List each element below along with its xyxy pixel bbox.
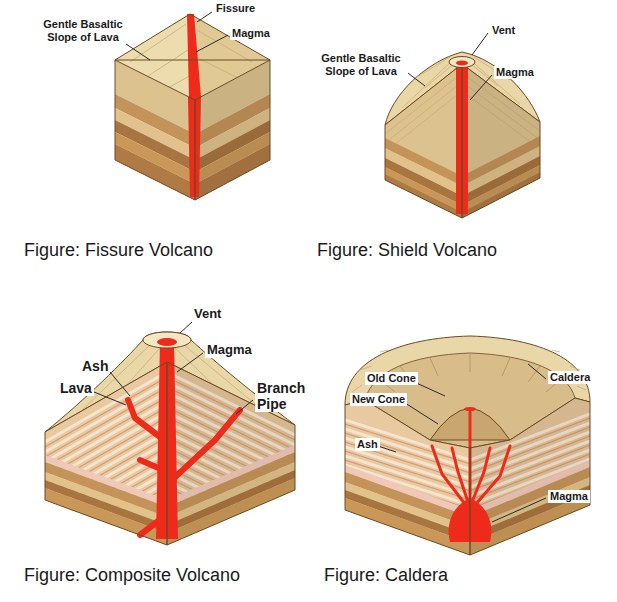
part-label: Gentle Basaltic Slope of Lava [314,52,408,77]
part-label: Magma [230,27,272,40]
shield-volcano-part [385,138,462,220]
shield-volcano-part [449,57,475,68]
leader-lines-part [470,75,492,100]
part-label: Old Cone [365,372,418,385]
caldera-part [470,398,590,555]
part-label: Fissure [214,2,257,15]
fissure-volcano-part [195,60,270,200]
composite-volcano-part [128,400,240,535]
fissure-volcano-part [115,60,195,200]
part-label: Vent [192,307,223,322]
leader-lines-part [126,44,150,60]
part-label: New Cone [350,393,407,406]
leader-lines-part [196,35,228,52]
leader-lines-part [402,401,438,424]
fissure-volcano-part [115,60,195,200]
caldera-part [345,400,470,555]
leader-lines-part [180,322,192,333]
part-label: Magma [494,66,536,79]
shield-volcano-part [385,64,462,218]
shield-volcano-part [462,8,540,220]
part-label: Caldera [548,371,592,384]
shield-volcano-part [462,8,540,220]
caldera [345,305,590,557]
composite-volcano-part [157,338,177,346]
figure-caption: Figure: Fissure Volcano [22,240,215,261]
leader-lines-part [177,353,203,372]
composite-volcano-part [143,332,191,348]
leader-lines-part [236,400,253,414]
part-label: Ash [80,358,110,374]
figure-caption: Figure: Caldera [322,565,450,586]
leader-lines-part [378,446,396,452]
shield-volcano-part [385,174,462,220]
fissure-volcano-part [115,144,195,200]
leader-lines-part [492,498,546,522]
figure-caption: Figure: Shield Volcano [315,240,499,261]
part-label: Ash [355,438,380,451]
composite-volcano-part [45,362,167,545]
composite-volcano-part [45,455,167,547]
part-label: Magma [205,343,254,358]
fissure-volcano-part [187,14,201,97]
leader-lines-part [472,33,488,55]
part-label: Branch Pipe [255,380,307,412]
part-label: Lava [58,380,94,396]
part-label: Vent [490,24,517,37]
caldera-part [464,407,476,411]
composite-volcano [45,290,295,557]
shield-volcano-part [456,61,468,66]
fissure-volcano [115,14,270,200]
leader-lines-part [94,392,126,405]
part-label: Magma [548,490,590,503]
shield-volcano-part [462,64,540,218]
part-label: Gentle Basaltic Slope of Lava [36,18,130,43]
figure-caption: Figure: Composite Volcano [22,565,242,586]
caldera-part [432,412,510,504]
leader-lines-part [197,12,212,22]
leader-lines-part [110,372,130,396]
shield-volcano [385,8,540,220]
shield-volcano-part [385,167,462,212]
fissure-volcano-part [195,60,270,200]
caldera-part [345,465,470,557]
shield-volcano-part [462,8,540,220]
leader-lines [94,12,546,522]
leader-lines-part [528,364,546,379]
fissure-volcano-part [195,60,270,200]
